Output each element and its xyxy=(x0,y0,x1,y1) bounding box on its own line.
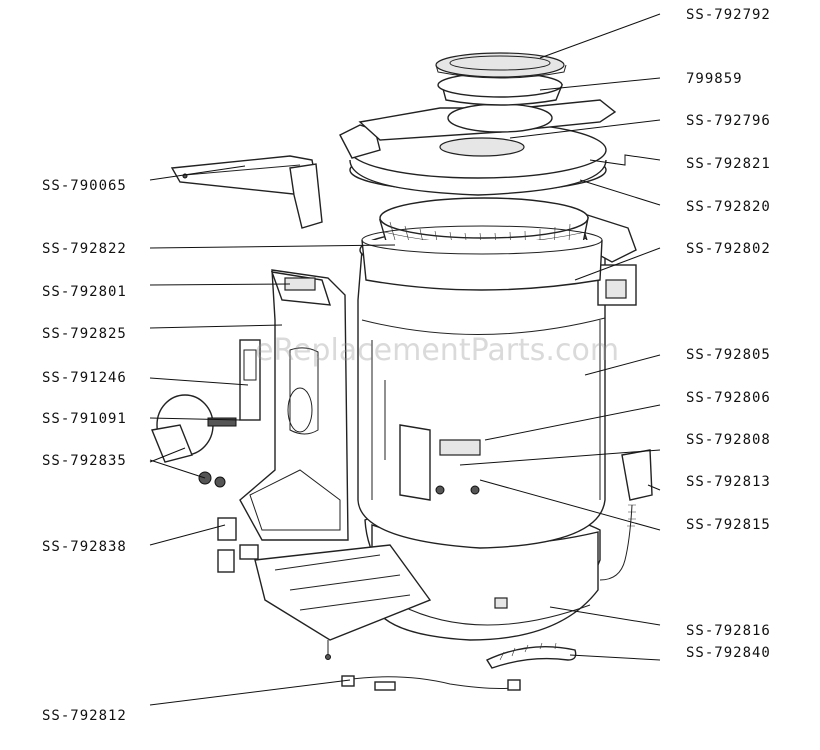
label-ss-791246: SS-791246 xyxy=(42,370,127,386)
side-handle xyxy=(576,210,637,306)
heating-element xyxy=(399,424,481,501)
switch-parts xyxy=(217,517,259,573)
label-ss-792812: SS-792812 xyxy=(42,708,127,724)
label-ss-792802: SS-792802 xyxy=(686,241,771,257)
thermostat-knob xyxy=(151,394,237,488)
label-ss-792820: SS-792820 xyxy=(686,199,771,215)
label-ss-792808: SS-792808 xyxy=(686,432,771,448)
label-ss-792806: SS-792806 xyxy=(686,390,771,406)
lid xyxy=(339,99,617,196)
label-ss-792801: SS-792801 xyxy=(42,284,127,300)
label-ss-792816: SS-792816 xyxy=(686,623,771,639)
lid-handle-bracket xyxy=(170,155,323,229)
label-ss-792821: SS-792821 xyxy=(686,156,771,172)
base-plate xyxy=(254,544,432,660)
label-ss-792838: SS-792838 xyxy=(42,539,127,555)
top-filter xyxy=(435,52,567,106)
label-ss-792815: SS-792815 xyxy=(686,517,771,533)
leader-lines xyxy=(149,13,661,706)
label-ss-790065: SS-790065 xyxy=(42,178,127,194)
gasket xyxy=(485,642,577,669)
label-ss-792813: SS-792813 xyxy=(686,474,771,490)
label-799859: 799859 xyxy=(686,71,743,87)
label-ss-792835: SS-792835 xyxy=(42,453,127,469)
thermostat-bracket xyxy=(239,339,261,421)
label-ss-792825: SS-792825 xyxy=(42,326,127,342)
label-ss-791091: SS-791091 xyxy=(42,411,127,427)
label-ss-792822: SS-792822 xyxy=(42,241,127,257)
label-ss-792792: SS-792792 xyxy=(686,7,771,23)
control-panel-housing xyxy=(239,269,349,541)
bottom-wire xyxy=(341,675,521,691)
watermark-text: eReplacementParts.com xyxy=(255,333,620,368)
label-ss-792840: SS-792840 xyxy=(686,645,771,661)
frying-basket xyxy=(361,197,603,291)
label-ss-792805: SS-792805 xyxy=(686,347,771,363)
label-ss-792796: SS-792796 xyxy=(686,113,771,129)
